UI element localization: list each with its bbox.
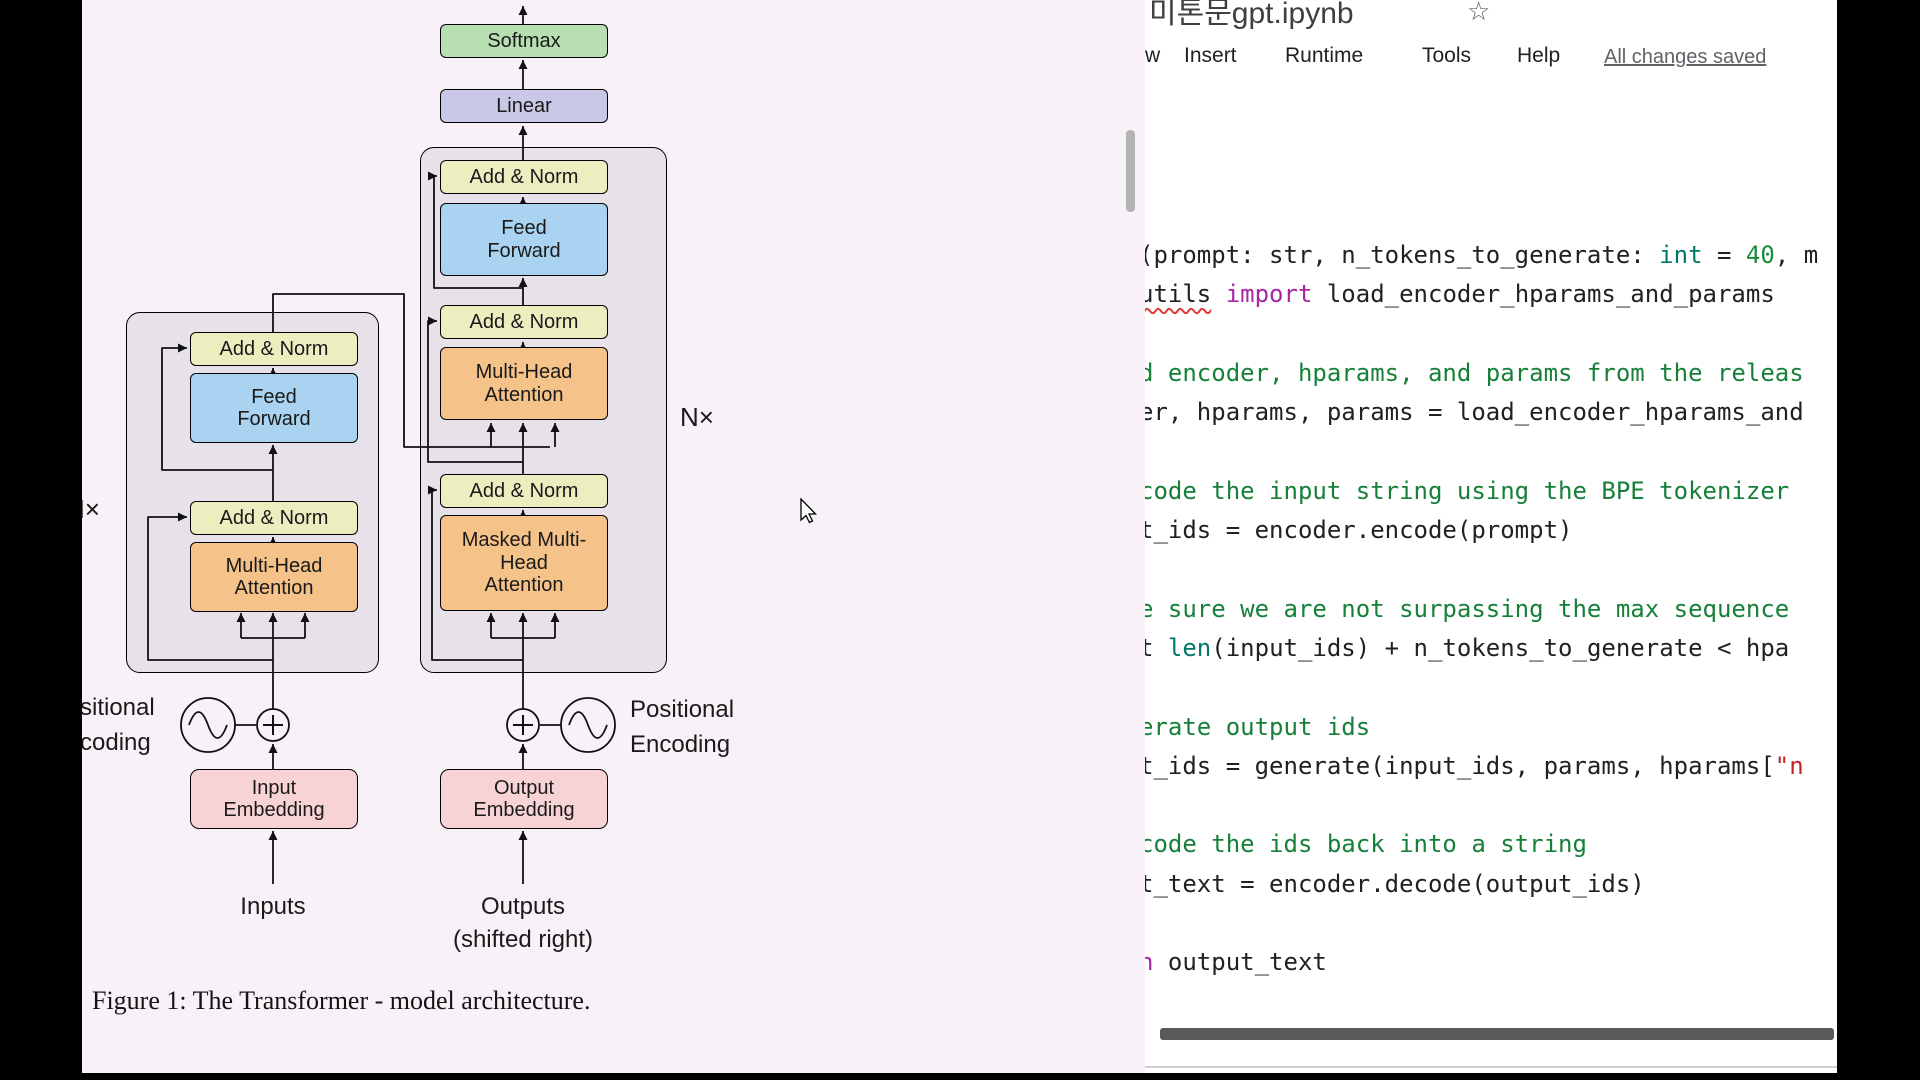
dec-multi-head-attention-box: Multi-Head Attention [440,347,608,420]
code-token: e sure we are not surpassing the max seq… [1145,594,1790,623]
outputs-label: Outputs [480,893,566,920]
code-line[interactable]: utils import load_encoder_hparams_and_pa… [1145,275,1837,314]
transformer-diagram-arrows [147,6,616,884]
star-icon[interactable]: ☆ [1467,0,1491,26]
code-token: "n [1774,751,1804,780]
figure-caption: Figure 1: The Transformer - model archit… [92,986,591,1015]
code-line[interactable]: e sure we are not surpassing the max seq… [1145,590,1837,629]
positional-encoding-label-right: Positional Encoding [630,696,735,758]
colab-pane: 미톤문gpt.ipynb ☆ w Insert Runtime Tools He… [1145,0,1837,1073]
code-line[interactable]: t_ids = generate(input_ids, params, hpar… [1145,747,1837,786]
code-token: t_ids = encoder.encode(prompt) [1145,516,1573,545]
menu-runtime[interactable]: Runtime [1285,44,1364,67]
menu-view[interactable]: w [1145,44,1161,67]
code-token: code the ids back into a string [1145,830,1587,859]
code-token: er, hparams, params = load_encoder_hpara… [1145,398,1804,427]
enc-add-norm-top-box: Add & Norm [190,332,358,366]
pdf-scrollbar-thumb[interactable] [1126,130,1135,212]
code-token: len [1167,633,1212,662]
code-token: n [1145,948,1154,977]
code-line[interactable]: (prompt: str, n_tokens_to_generate: int … [1145,236,1837,275]
code-token: t_ids = generate(input_ids, params, hpar… [1145,751,1775,780]
code-token: load_encoder_hparams_and_params [1312,280,1775,309]
menu-help[interactable]: Help [1517,44,1561,67]
code-token: erate output ids [1145,712,1371,741]
n-times-right-label: N× [680,402,714,432]
pdf-pane: Softmax Linear Add & Norm Feed Forward A… [82,0,1145,1073]
add-symbol-icon [256,708,540,742]
softmax-box: Softmax [440,24,608,58]
code-token: (input_ids) + n_tokens_to_generate < hpa [1211,633,1790,662]
encoder-stack-box [126,312,379,673]
code-line[interactable]: code the input string using the BPE toke… [1145,472,1837,511]
code-line[interactable]: n output_text [1145,943,1837,982]
inputs-label: Inputs [240,893,306,920]
code-token: , m [1774,241,1819,269]
code-area: (prompt: str, n_tokens_to_generate: int … [1145,236,1837,983]
input-embedding-box: Input Embedding [190,769,358,829]
output-embedding-box: Output Embedding [440,769,608,829]
code-token [1211,280,1225,308]
code-token: code the input string using the BPE toke… [1145,476,1790,505]
code-token: output_text [1153,948,1327,977]
code-line[interactable] [1145,315,1837,354]
dec-feed-forward-box: Feed Forward [440,203,608,276]
menu-tools[interactable]: Tools [1422,44,1472,67]
softmax-label: Softmax [487,29,561,52]
shifted-right-label: (shifted right) [452,926,594,953]
linear-box: Linear [440,89,608,123]
dec-add-norm-top-box: Add & Norm [440,160,608,194]
enc-add-norm-bot-box: Add & Norm [190,501,358,535]
mouse-cursor [800,498,818,524]
code-line[interactable]: t_ids = encoder.encode(prompt) [1145,511,1837,550]
code-line[interactable]: erate output ids [1145,708,1837,747]
code-token: int [1659,241,1703,269]
code-line[interactable] [1145,786,1837,825]
code-line[interactable] [1145,904,1837,943]
code-line[interactable]: code the ids back into a string [1145,825,1837,864]
code-line[interactable] [1145,550,1837,589]
linear-label: Linear [496,94,552,117]
code-line[interactable] [1145,668,1837,707]
menu-insert[interactable]: Insert [1184,44,1237,67]
n-times-left-label: N× [82,494,100,524]
notebook-title[interactable]: 미톤문gpt.ipynb [1149,0,1354,30]
code-token: import [1225,280,1313,309]
code-token: utils [1145,280,1212,309]
code-token: d encoder, hparams, and params from the … [1145,358,1804,387]
positional-encoding-label-left: sitional coding [82,694,155,756]
notebook-horizontal-scrollbar[interactable] [1160,1028,1834,1040]
enc-feed-forward-box: Feed Forward [190,373,358,443]
code-token: t_text = encoder.decode(output_ids) [1145,869,1645,898]
masked-multi-head-attention-box: Masked Multi-Head Attention [440,515,608,611]
code-line[interactable]: er, hparams, params = load_encoder_hpara… [1145,393,1837,432]
code-line[interactable]: t_text = encoder.decode(output_ids) [1145,865,1837,904]
bottom-black-strip [0,1073,1920,1080]
code-line[interactable] [1145,432,1837,471]
notebook-bottom-divider [1145,1066,1837,1068]
code-token: 40 [1745,241,1775,269]
save-status[interactable]: All changes saved [1604,46,1767,68]
code-line[interactable]: t len(input_ids) + n_tokens_to_generate … [1145,629,1837,668]
positional-encoding-icon [180,697,616,753]
code-token: (prompt: str, n_tokens_to_generate: [1145,241,1660,269]
dec-add-norm-mid-box: Add & Norm [440,305,608,339]
enc-multi-head-attention-box: Multi-Head Attention [190,542,358,612]
code-token: t [1145,633,1154,662]
code-token: = [1702,241,1746,269]
dec-add-norm-bot-box: Add & Norm [440,474,608,508]
code-line[interactable]: d encoder, hparams, and params from the … [1145,354,1837,393]
